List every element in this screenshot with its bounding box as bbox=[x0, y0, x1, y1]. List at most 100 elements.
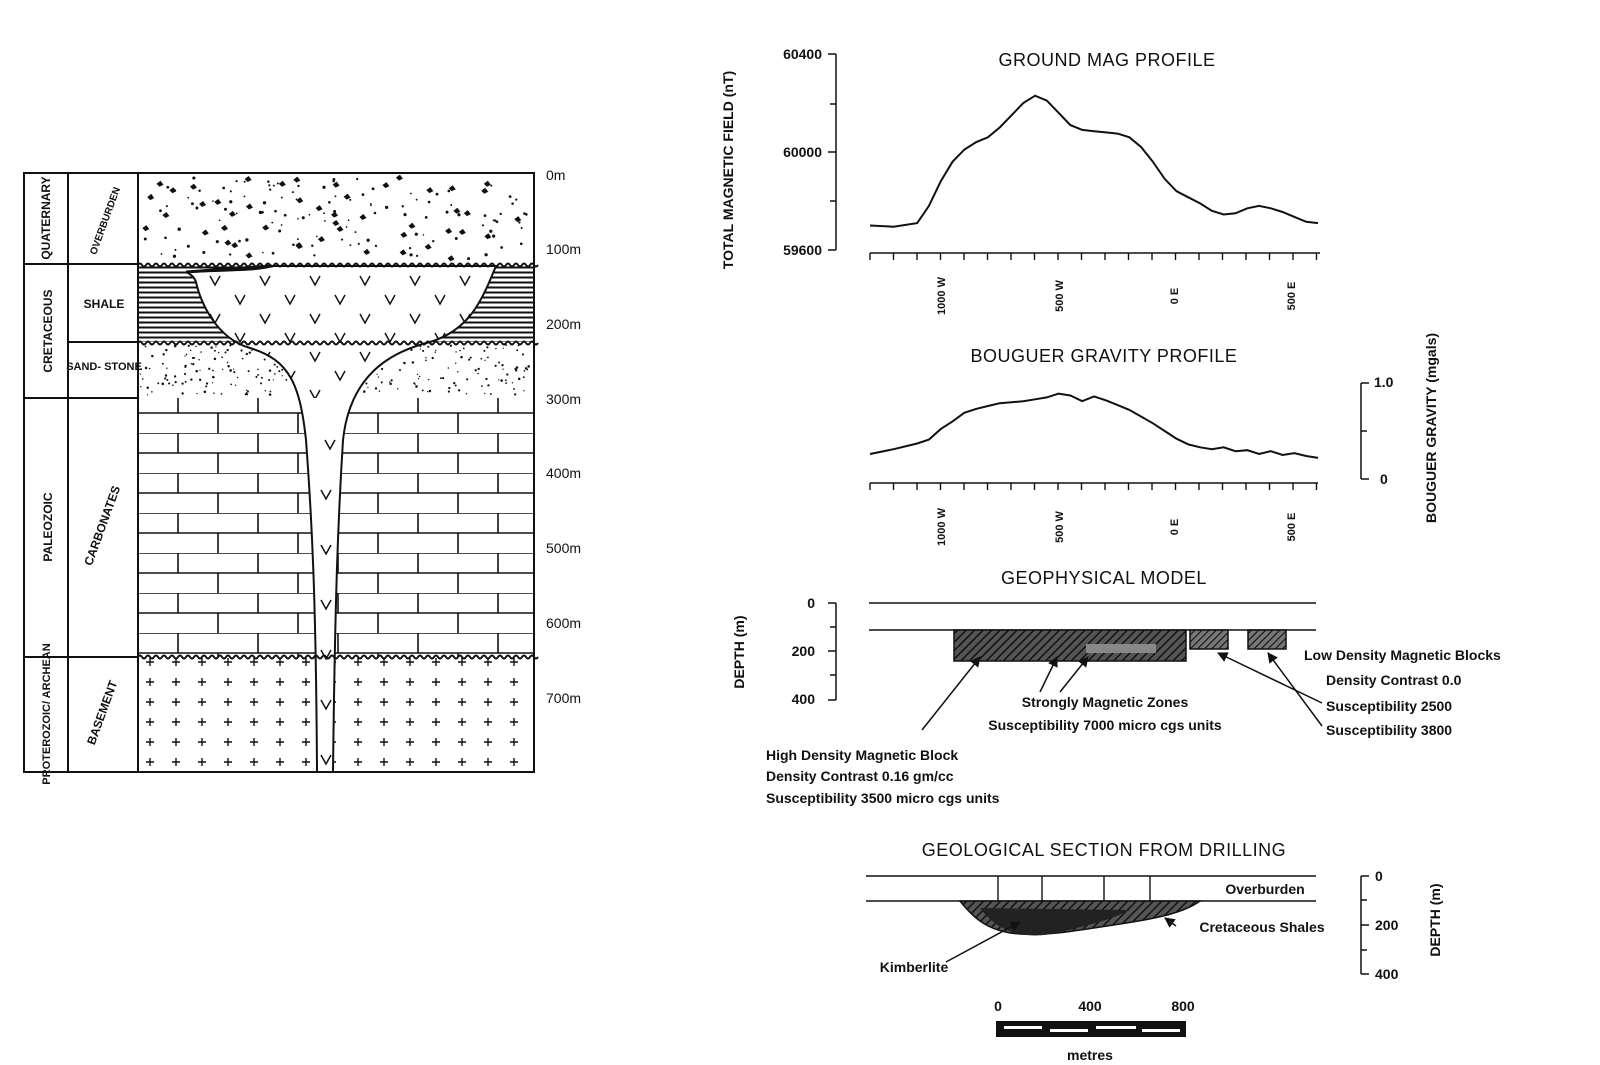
sand-mark bbox=[269, 390, 272, 393]
sand-mark bbox=[377, 376, 380, 378]
model-block-low-1 bbox=[1189, 629, 1229, 650]
stratigraphic-column: QUATERNARY CRETACEOUS PALEOZOIC PROTEROZ… bbox=[23, 167, 581, 785]
sand-mark bbox=[195, 369, 198, 373]
v-mark bbox=[320, 699, 332, 711]
gravel-mark bbox=[218, 219, 221, 222]
gravel-mark bbox=[484, 253, 488, 257]
gravel-mark bbox=[271, 221, 274, 224]
sand-mark bbox=[199, 369, 201, 372]
sand-mark bbox=[374, 387, 378, 390]
gravel-mark bbox=[483, 180, 491, 187]
pipe-vees-lower bbox=[320, 439, 336, 766]
high-density-contrast: Density Contrast 0.16 gm/cc bbox=[766, 768, 954, 784]
sand-mark bbox=[189, 349, 192, 352]
sand-mark bbox=[498, 379, 500, 381]
gravel-mark bbox=[395, 174, 403, 181]
depth-label: 300m bbox=[546, 391, 581, 407]
sand-mark bbox=[498, 361, 501, 364]
gravel-mark bbox=[280, 196, 283, 199]
mag-xtick: 500 E bbox=[1286, 282, 1298, 311]
gravel-mark bbox=[382, 182, 390, 189]
sand-mark bbox=[260, 376, 263, 379]
gravel-mark bbox=[484, 233, 492, 240]
gravel-mark bbox=[447, 189, 451, 193]
sand-mark bbox=[484, 359, 486, 362]
sand-mark bbox=[263, 358, 266, 361]
sand-mark bbox=[247, 370, 250, 373]
sand-mark bbox=[184, 355, 186, 357]
gravel-mark bbox=[453, 207, 461, 214]
cretaceous-shales-label: Cretaceous Shales bbox=[1199, 919, 1324, 935]
sand-mark bbox=[434, 351, 437, 353]
model-ytick: 200 bbox=[792, 643, 816, 659]
gravel-mark bbox=[262, 201, 267, 205]
gravel-mark bbox=[272, 184, 275, 187]
sand-mark bbox=[140, 385, 142, 388]
sand-mark bbox=[278, 370, 281, 373]
gravel-mark bbox=[483, 214, 487, 217]
sand-mark bbox=[268, 369, 272, 372]
gravel-mark bbox=[235, 212, 238, 215]
gravel-mark bbox=[245, 238, 249, 242]
sand-mark bbox=[523, 370, 526, 372]
strong-zone-label: Strongly Magnetic Zones bbox=[1022, 694, 1189, 710]
gravel-mark bbox=[369, 203, 372, 205]
gravel-mark bbox=[229, 200, 233, 204]
gravel-mark bbox=[268, 184, 271, 187]
gravel-mark bbox=[324, 220, 326, 222]
sand-mark bbox=[417, 378, 420, 380]
gravel-mark bbox=[495, 220, 499, 224]
sand-mark bbox=[427, 345, 430, 348]
gravel-mark bbox=[271, 251, 275, 255]
sand-mark bbox=[469, 356, 472, 359]
gravel-mark bbox=[500, 246, 503, 249]
sand-mark bbox=[455, 351, 457, 353]
gravel-mark bbox=[408, 246, 412, 250]
gravel-mark bbox=[164, 236, 167, 240]
gravity-title: BOUGUER GRAVITY PROFILE bbox=[971, 346, 1238, 366]
sand-mark bbox=[210, 346, 213, 349]
era-proterozoic: PROTEROZOIC/ ARCHEAN bbox=[41, 643, 53, 784]
gravel-mark bbox=[189, 183, 197, 190]
sand-mark bbox=[389, 382, 392, 386]
sand-mark bbox=[403, 361, 406, 365]
sand-mark bbox=[198, 359, 200, 361]
sand-mark bbox=[233, 371, 236, 374]
sand-mark bbox=[208, 367, 211, 370]
depth-label: 700m bbox=[546, 690, 581, 706]
sand-mark bbox=[212, 369, 214, 372]
sand-mark bbox=[523, 390, 525, 392]
gravel-mark bbox=[518, 221, 521, 224]
gravel-mark bbox=[297, 217, 299, 220]
era-quaternary: QUATERNARY bbox=[39, 176, 53, 259]
sand-mark bbox=[257, 368, 259, 371]
gravel-mark bbox=[315, 235, 318, 238]
gravel-mark bbox=[162, 211, 170, 218]
sand-mark bbox=[226, 361, 229, 364]
gravel-mark bbox=[422, 234, 425, 236]
gravel-mark bbox=[401, 205, 404, 208]
gravity-ytick: 0 bbox=[1380, 471, 1388, 487]
depth-label: 600m bbox=[546, 615, 581, 631]
sand-mark bbox=[139, 373, 142, 375]
geophysical-model: GEOPHYSICAL MODEL DEPTH (m) 0 200 400 St… bbox=[731, 568, 1501, 806]
sand-mark bbox=[144, 345, 147, 348]
gravity-x-ticks bbox=[869, 483, 1318, 490]
sand-mark bbox=[465, 393, 468, 395]
sand-mark bbox=[232, 368, 235, 370]
gravel-mark bbox=[276, 182, 279, 185]
gravel-mark bbox=[415, 254, 419, 257]
gravel-mark bbox=[311, 244, 314, 247]
unconformity-line bbox=[137, 340, 539, 346]
sand-mark bbox=[388, 381, 391, 383]
mag-ytick: 60000 bbox=[783, 144, 822, 160]
v-mark bbox=[320, 489, 332, 501]
gravel-mark bbox=[280, 224, 283, 226]
sand-mark bbox=[506, 373, 509, 376]
strong-zone-susceptibility: Susceptibility 7000 micro cgs units bbox=[988, 717, 1222, 733]
sand-mark bbox=[448, 386, 451, 390]
sand-mark bbox=[480, 357, 483, 360]
model-ytick: 0 bbox=[807, 595, 815, 611]
section-ytick: 400 bbox=[1375, 966, 1399, 982]
sand-mark bbox=[462, 347, 465, 350]
